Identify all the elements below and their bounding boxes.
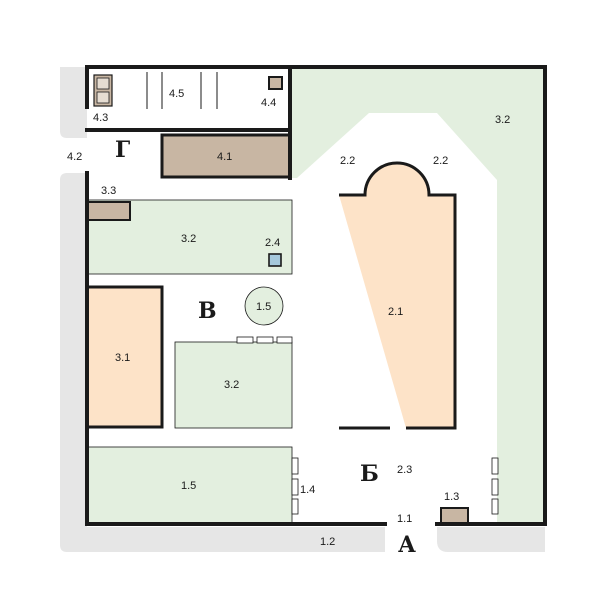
lawn-3-2-right	[292, 67, 545, 524]
label-1-2: 1.2	[320, 536, 335, 548]
label-2-3: 2.3	[397, 464, 412, 476]
label-3-3: 3.3	[101, 185, 116, 197]
zone-label-a: А	[398, 532, 416, 558]
label-1-3: 1.3	[444, 491, 459, 503]
label-4-3: 4.3	[93, 112, 108, 124]
walkway-left-north	[60, 67, 87, 138]
label-1-5-circle: 1.5	[256, 301, 271, 313]
zone-label-b: Б	[360, 461, 379, 487]
church-2-1	[339, 161, 457, 430]
zone-label-v: В	[198, 298, 217, 324]
building-3-3	[86, 201, 131, 221]
label-3-2-middle: 3.2	[224, 379, 239, 391]
label-4-4: 4.4	[261, 97, 276, 109]
benches-top	[236, 336, 293, 344]
label-4-2: 4.2	[67, 151, 82, 163]
circle-1-5	[244, 286, 284, 326]
label-2-4: 2.4	[265, 237, 280, 249]
label-3-2-right: 3.2	[495, 114, 510, 126]
label-1-4: 1.4	[300, 484, 315, 496]
label-4-1: 4.1	[217, 151, 232, 163]
fountain-2-4	[268, 253, 282, 267]
label-2-2-right: 2.2	[433, 155, 448, 167]
label-3-2-top: 3.2	[181, 233, 196, 245]
site-walls	[85, 65, 547, 526]
label-1-5-garden: 1.5	[181, 480, 196, 492]
parking-4-5	[146, 72, 218, 109]
walkway-right-south	[437, 527, 545, 552]
item-4-4	[268, 76, 283, 90]
label-2-1: 2.1	[388, 306, 403, 318]
building-3-1	[85, 285, 164, 429]
benches-1-4	[291, 457, 299, 515]
zone-label-g: Г	[115, 137, 130, 163]
lawn-3-2-middle	[174, 341, 293, 429]
item-4-3	[93, 74, 113, 107]
benches-right	[491, 457, 499, 515]
label-3-1: 3.1	[115, 352, 130, 364]
label-2-2-left: 2.2	[340, 155, 355, 167]
label-1-1: 1.1	[397, 513, 412, 525]
label-4-5: 4.5	[169, 88, 184, 100]
booth-1-3	[440, 507, 469, 525]
